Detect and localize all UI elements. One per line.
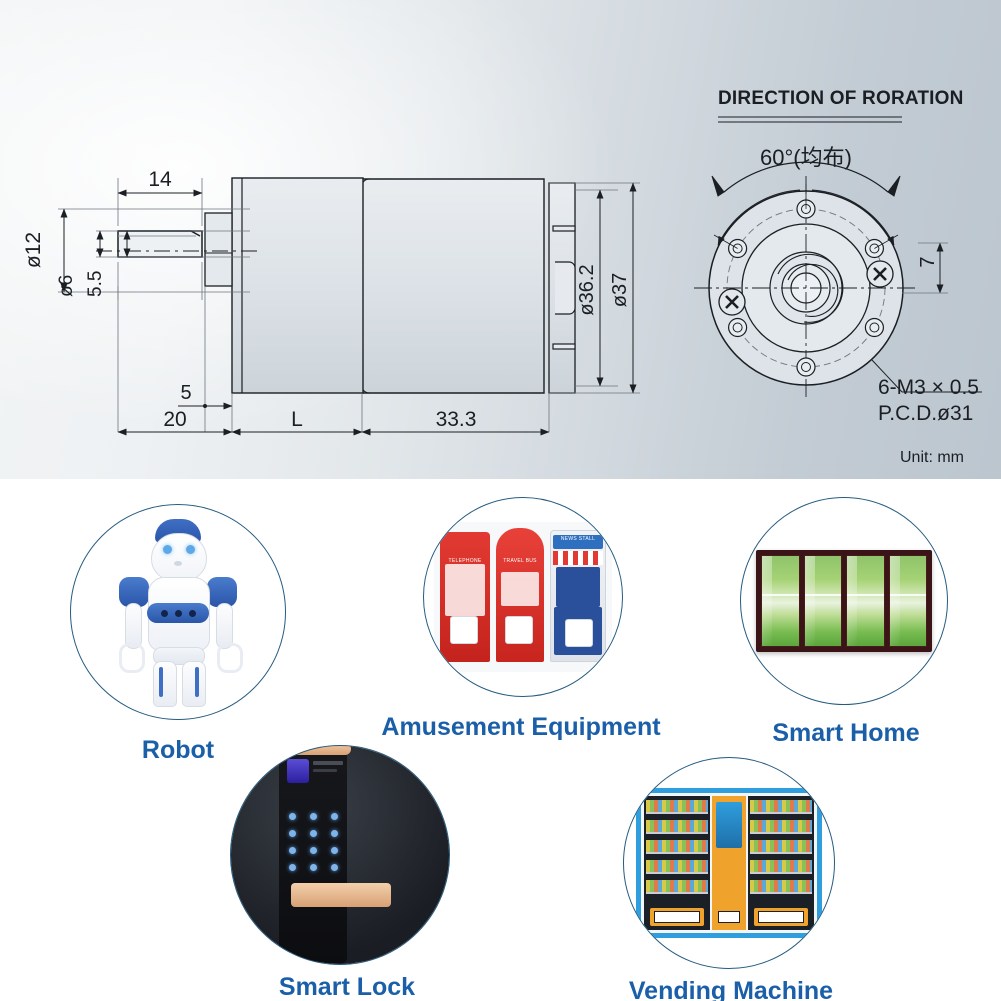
- dim-label-5p5: 5.5: [85, 271, 106, 297]
- claw-machine-telephone: TELEPHONE: [440, 532, 490, 662]
- unit-note-label: Unit: mm: [900, 449, 964, 466]
- claw-machine-newsstall: NEWS STALL: [550, 530, 606, 662]
- gearbox-body: [231, 177, 364, 394]
- smart-lock-circle: [230, 745, 450, 965]
- rotation-direction-title: DIRECTION OF RORATION: [718, 88, 964, 109]
- application-robot[interactable]: Robot: [62, 504, 294, 774]
- dim-label-33p3: 33.3: [436, 408, 477, 431]
- amusement-circle: TELEPHONE TRAVEL BUS NEWS STALL: [423, 497, 623, 697]
- vending-machine-circle: [623, 757, 835, 969]
- thread-leader: [871, 359, 982, 393]
- vending-machine-illustration: [636, 788, 822, 938]
- application-amusement[interactable]: TELEPHONE TRAVEL BUS NEWS STALL: [375, 497, 667, 767]
- applications-panel: Robot TELEPHONE TRAVEL BUS: [0, 479, 1001, 1001]
- motor-can: [361, 178, 545, 394]
- machine3-text: NEWS STALL: [560, 536, 596, 542]
- dim-label-dia37: ø37: [609, 273, 631, 307]
- motor-rear-cap: [548, 182, 576, 394]
- flange-front-view: [694, 116, 982, 400]
- dim-label-dia6: ø6: [56, 275, 77, 297]
- pcd-spec-label: P.C.D.ø31: [878, 402, 973, 425]
- machine2-text: TRAVEL BUS: [503, 558, 537, 564]
- application-label-smart-home: Smart Home: [772, 719, 920, 747]
- application-label-vending-machine: Vending Machine: [628, 977, 834, 1001]
- dim-60deg: [713, 184, 899, 249]
- drawing-svg: 14 ø12 ø6 5.5 5 20 L 33.3 ø36.2 ø37 7 DI…: [22, 88, 982, 466]
- dim-label-14: 14: [148, 168, 172, 191]
- application-label-amusement: Amusement Equipment: [381, 713, 661, 741]
- dim-label-7: 7: [917, 256, 939, 267]
- fingerprint-sensor-icon: [287, 759, 309, 783]
- window-illustration: [756, 550, 932, 652]
- smart-lock-illustration: [231, 746, 449, 964]
- screw-heads: [718, 260, 894, 316]
- dim-label-20: 20: [163, 408, 186, 431]
- machine1-text: TELEPHONE: [448, 558, 482, 564]
- application-smart-home[interactable]: Smart Home: [728, 497, 964, 767]
- rotation-arrow: [711, 161, 901, 197]
- dim-7: [902, 242, 948, 294]
- lock-keypad: [285, 811, 343, 873]
- smart-home-circle: [740, 497, 948, 705]
- thread-spec-label: 6-M3 × 0.5: [878, 376, 979, 399]
- application-label-smart-lock: Smart Lock: [278, 973, 416, 1001]
- dim-label-5: 5: [180, 382, 191, 404]
- output-shaft: [117, 230, 203, 258]
- front-collar: [204, 212, 233, 287]
- angle-label-60deg: 60°(均布): [760, 145, 852, 170]
- robot-illustration: [103, 517, 253, 707]
- dim-label-dia362: ø36.2: [576, 264, 598, 315]
- amusement-illustration: TELEPHONE TRAVEL BUS NEWS STALL: [434, 522, 612, 672]
- application-smart-lock[interactable]: Smart Lock: [222, 745, 472, 1001]
- dim-label-L: L: [291, 408, 303, 431]
- dim-label-dia12: ø12: [22, 232, 45, 268]
- application-vending-machine[interactable]: Vending Machine: [595, 757, 867, 1001]
- application-label-robot: Robot: [141, 736, 215, 764]
- claw-machine-travelbus: TRAVEL BUS: [496, 528, 544, 662]
- technical-drawing-panel: 14 ø12 ø6 5.5 5 20 L 33.3 ø36.2 ø37 7 DI…: [0, 0, 1001, 479]
- robot-circle: [70, 504, 286, 720]
